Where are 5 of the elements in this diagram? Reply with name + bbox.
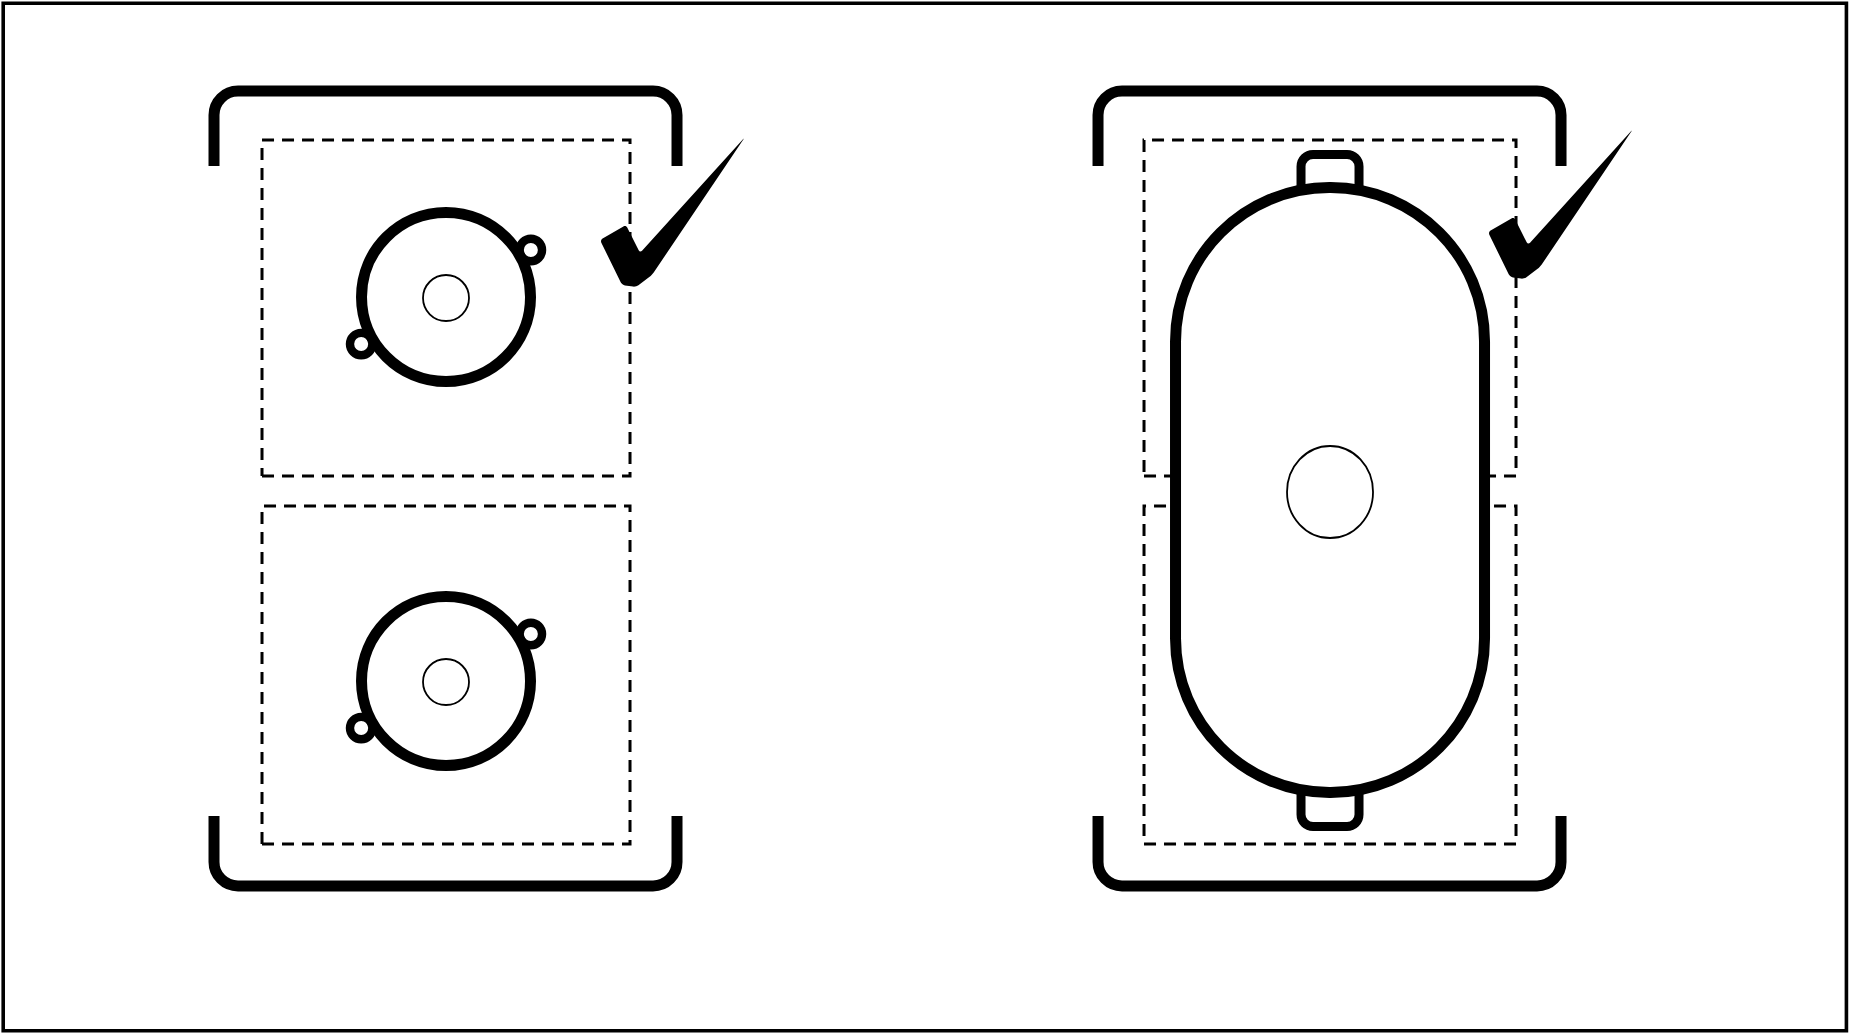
cooking-zone: [260, 138, 632, 478]
pan: [345, 207, 547, 387]
pan: [345, 591, 547, 771]
cooking-zone: [260, 504, 632, 846]
pan: [1170, 150, 1491, 831]
